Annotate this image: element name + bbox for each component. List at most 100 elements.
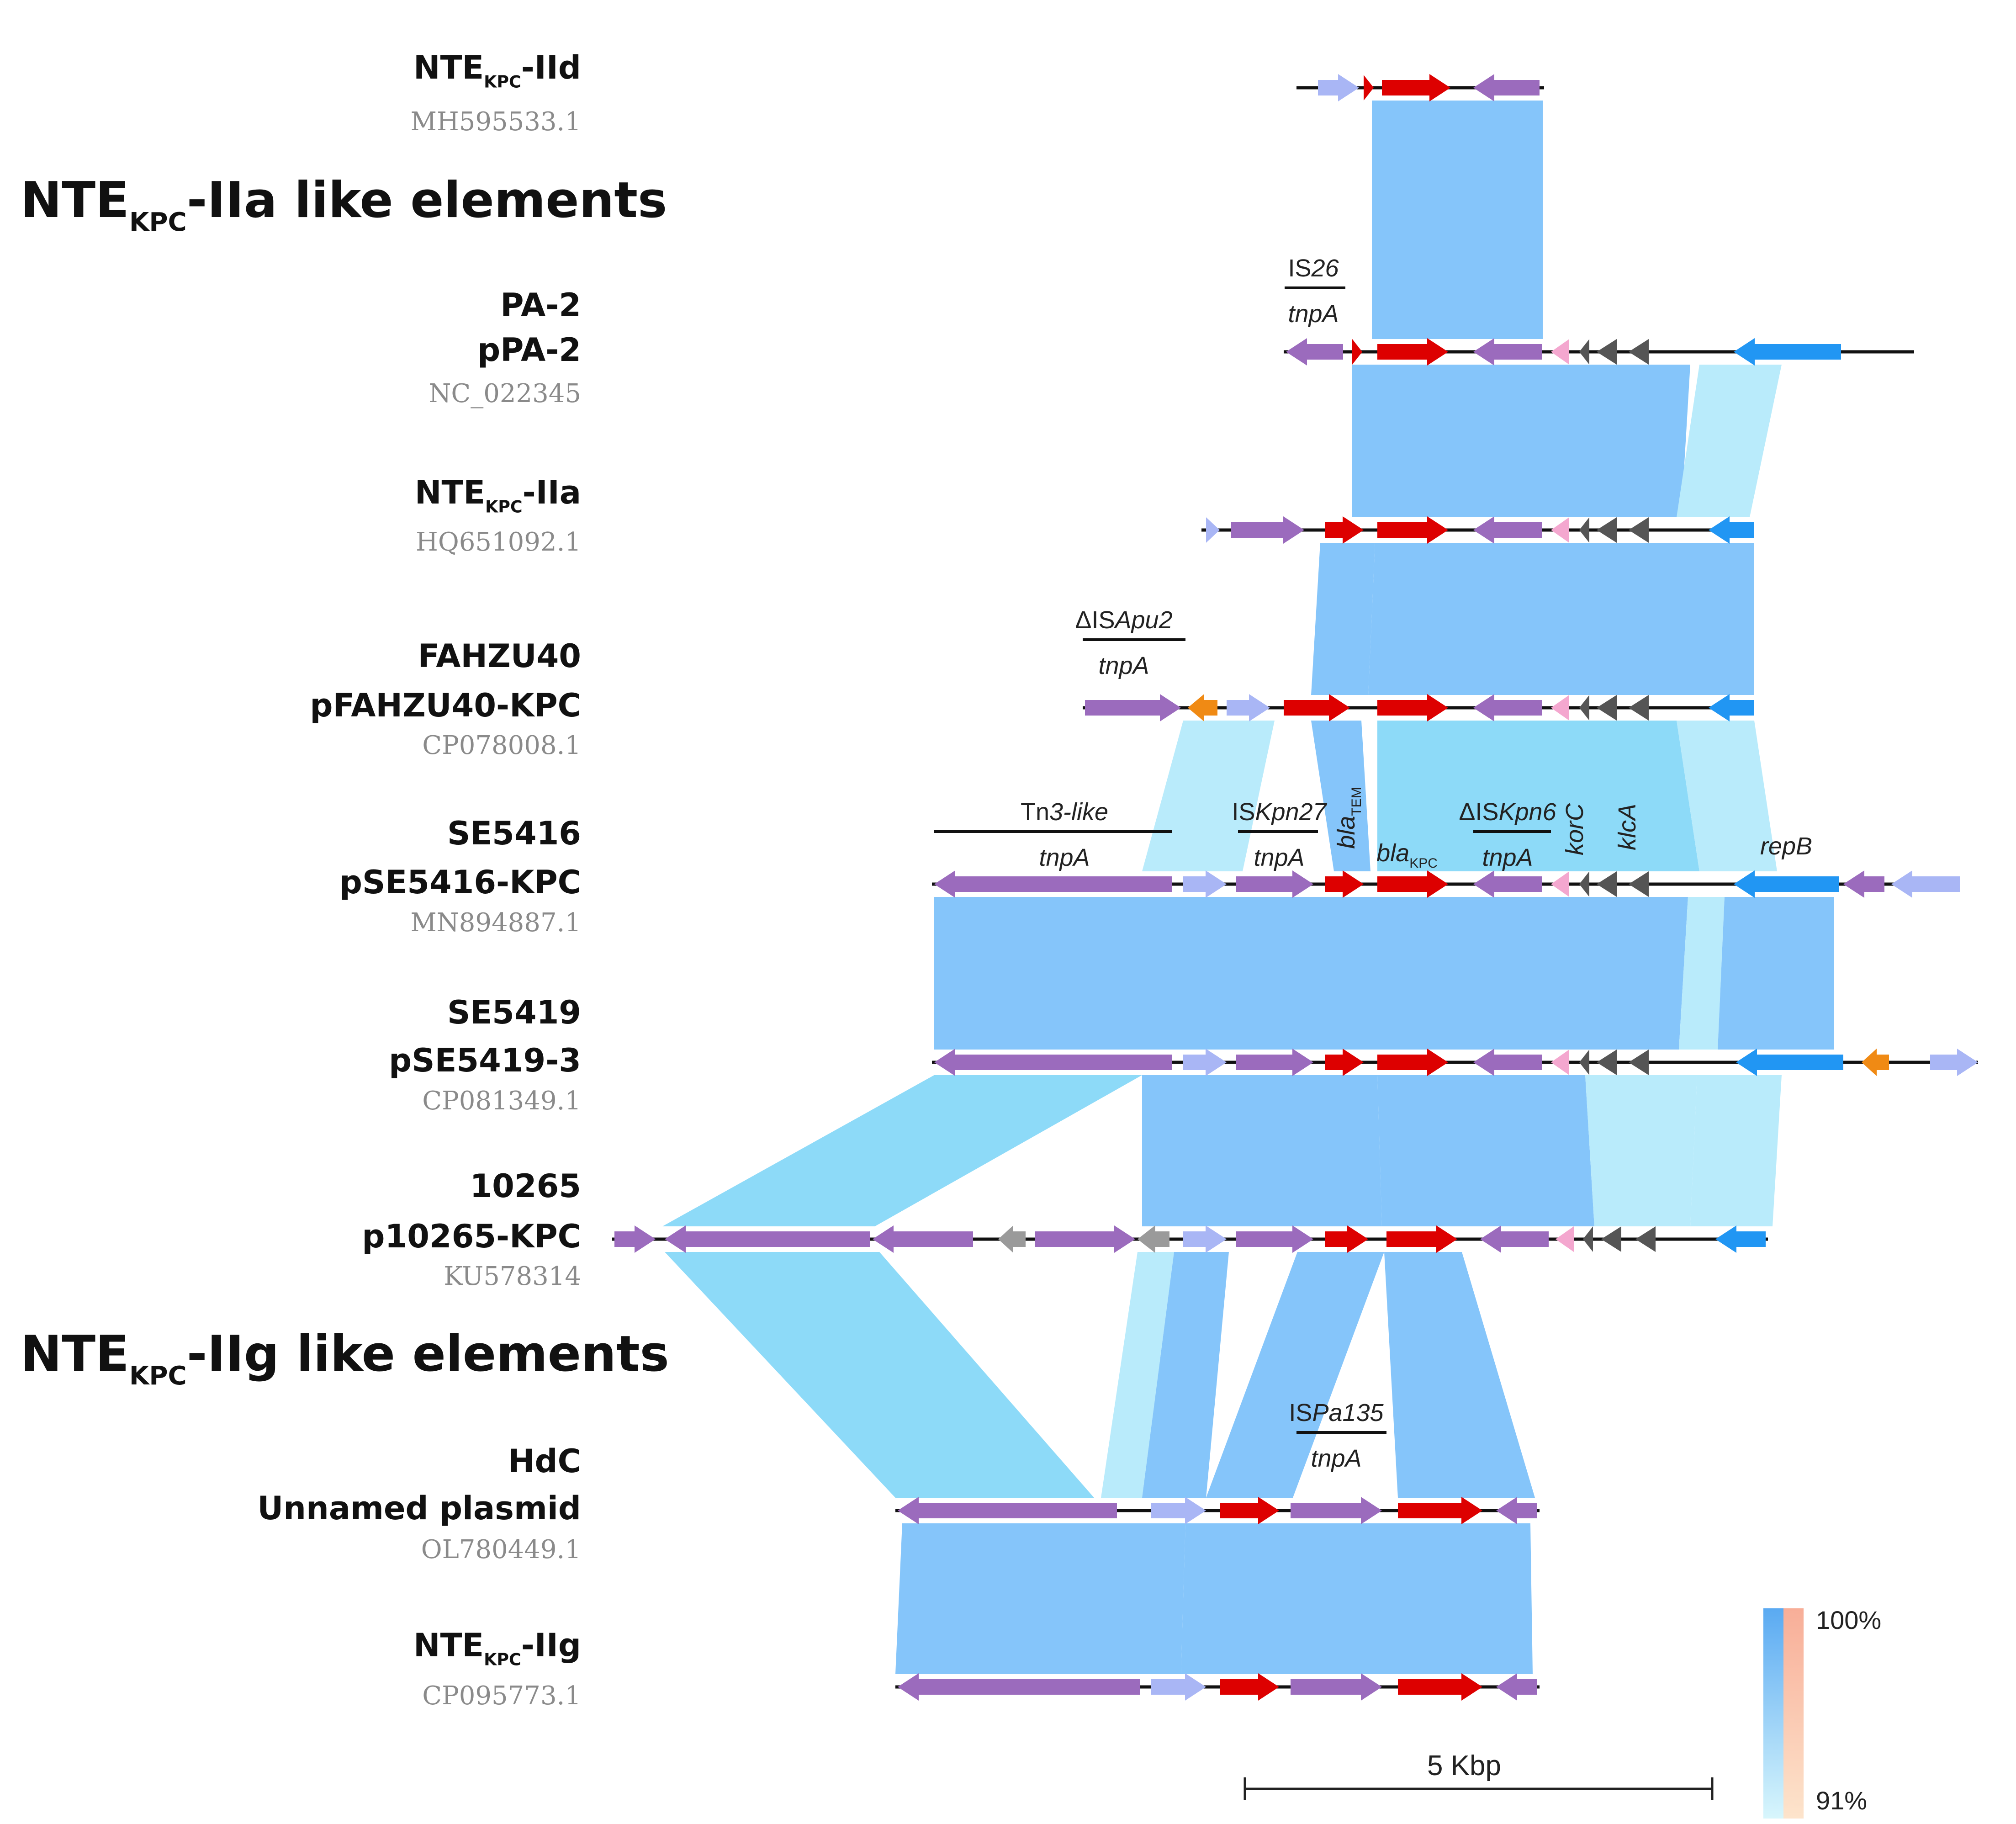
strain-name: PA-2 — [500, 286, 581, 324]
gene-arrow — [1138, 1225, 1169, 1253]
similarity-band — [1206, 1252, 1384, 1498]
gene-annotations: IS26tnpAΔISApu2tnpATn3-liketnpAISKpn27tn… — [934, 255, 1812, 1472]
accession-label: CP081349.1 — [422, 1086, 581, 1116]
tn3-label: Tn3-like — [1021, 798, 1108, 826]
gene-arrow — [1843, 870, 1884, 898]
gene-arrow — [1891, 870, 1960, 898]
gene-arrow — [1325, 870, 1364, 898]
similarity-band — [1585, 1075, 1697, 1226]
gene-arrow — [1597, 339, 1617, 365]
similarity-band — [1142, 721, 1275, 871]
gene-arrow — [1318, 74, 1359, 101]
similarity-band — [1311, 543, 1375, 695]
gene-arrow — [934, 870, 1172, 898]
gene-arrow — [1377, 870, 1448, 898]
gene-arrow — [1220, 1673, 1279, 1701]
gene-arrow — [1551, 517, 1569, 543]
gene-arrow — [1377, 694, 1448, 721]
gene-arrow — [1629, 1050, 1649, 1075]
ispa135-label: ISPa135 — [1289, 1399, 1384, 1426]
similarity-band — [1677, 721, 1777, 871]
similarity-band — [1142, 1075, 1382, 1226]
gene-arrow — [1183, 870, 1227, 898]
gene-arrow — [1579, 1050, 1589, 1075]
ispa135-label-tnpa: tnpA — [1311, 1445, 1361, 1472]
row-labels: NTEKPC-IIdMH595533.1PA-2pPA-2NC_022345NT… — [21, 49, 669, 1711]
gene-arrow — [1377, 516, 1448, 544]
element-name: NTEKPC-IIg — [413, 1627, 581, 1670]
gene-arrow — [998, 1225, 1026, 1253]
similarity-band — [1377, 721, 1699, 871]
gene-arrow — [1473, 694, 1542, 721]
gene-arrow — [1325, 1049, 1364, 1076]
similarity-band — [895, 1523, 1185, 1674]
gene-arrow — [1220, 1497, 1279, 1524]
gene-arrow — [1930, 1049, 1978, 1076]
gene-arrow — [1183, 1225, 1227, 1253]
gene-arrow — [1286, 338, 1343, 366]
gene-arrow — [1862, 1049, 1889, 1076]
gene-arrow — [1709, 516, 1754, 544]
similarity-band — [1181, 1523, 1533, 1674]
section-title: NTEKPC-IIa like elements — [21, 172, 667, 237]
accession-label: MH595533.1 — [411, 107, 581, 137]
gene-arrow — [1496, 1673, 1537, 1701]
similarity-band — [1142, 1252, 1229, 1498]
gene-arrow — [1629, 871, 1649, 897]
iskpn27-label: ISKpn27 — [1232, 798, 1327, 826]
gene-arrow — [1364, 75, 1374, 101]
accession-label: NC_022345 — [429, 379, 581, 408]
gene-arrow — [1579, 339, 1589, 365]
similarity-band — [1372, 101, 1543, 339]
gene-arrow — [1556, 1226, 1574, 1252]
gene-arrow — [1236, 1049, 1313, 1076]
gene-arrow — [614, 1225, 656, 1253]
similarity-band — [1690, 1075, 1782, 1226]
gene-arrow — [1551, 339, 1569, 365]
strain-name: SE5419 — [447, 994, 581, 1031]
gene-arrow — [1597, 695, 1617, 721]
plasmid-name: pSE5419-3 — [389, 1042, 581, 1079]
similarity-band — [1352, 365, 1690, 517]
gene-arrow — [1629, 339, 1649, 365]
korc-label: korC — [1561, 803, 1588, 855]
gene-arrow — [1579, 871, 1589, 897]
gene-arrow — [1473, 870, 1542, 898]
gene-arrow — [1325, 1225, 1368, 1253]
gene-arrow — [1583, 1226, 1593, 1252]
gene-arrow — [1579, 517, 1589, 543]
gene-arrow — [1231, 516, 1304, 544]
gene-arrow — [898, 1497, 1117, 1524]
is26-label: IS26 — [1288, 255, 1339, 282]
plasmid-name: pSE5416-KPC — [339, 864, 581, 901]
gene-arrow — [1597, 517, 1617, 543]
gene-arrow — [1629, 695, 1649, 721]
plasmid-name: pFAHZU40-KPC — [310, 687, 581, 724]
gene-arrow — [1597, 1050, 1617, 1075]
gene-arrow — [1473, 516, 1542, 544]
gene-arrow — [1352, 339, 1362, 365]
gene-arrow — [1480, 1225, 1549, 1253]
iskpn27-label-tnpa: tnpA — [1254, 844, 1304, 871]
similarity-band — [1377, 1075, 1594, 1226]
section-title: NTEKPC-IIg like elements — [21, 1326, 669, 1391]
gene-arrow — [1291, 1497, 1382, 1524]
gene-arrow — [1551, 1050, 1569, 1075]
gene-arrow — [1734, 338, 1841, 366]
scale-bar-label: 5 Kbp — [1427, 1750, 1501, 1782]
accession-label: HQ651092.1 — [416, 527, 581, 557]
element-name: NTEKPC-IId — [413, 49, 581, 92]
similarity-band — [1677, 365, 1782, 517]
gene-arrow — [665, 1225, 870, 1253]
accession-label: KU578314 — [444, 1262, 581, 1291]
gene-arrow — [1188, 694, 1217, 721]
plasmid-tracks — [612, 74, 1978, 1701]
gene-arrow — [1377, 338, 1448, 366]
gene-arrow — [1382, 74, 1450, 101]
gene-arrow — [1206, 517, 1220, 543]
gene-arrow — [1579, 695, 1589, 721]
gene-arrow — [1151, 1497, 1206, 1524]
